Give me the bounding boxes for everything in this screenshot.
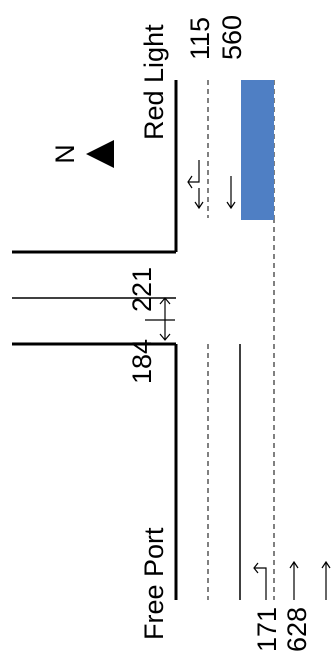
top-through-arrow-icon <box>226 176 236 210</box>
volume-top-through: 560 <box>217 15 247 60</box>
bottom-through-arrow-2-icon <box>321 560 331 600</box>
volume-bottom-left-turn: 171 <box>252 607 282 652</box>
top-left-turn-arrow-icon <box>187 160 204 210</box>
volume-top-left-turn: 115 <box>185 17 215 60</box>
bottom-left-turn-arrow-icon <box>253 562 267 600</box>
street-label-red-light: Red Light <box>139 24 169 140</box>
crossing-arrow-icon <box>145 297 175 341</box>
north-label: N <box>50 144 80 164</box>
street-label-free-port: Free Port <box>139 527 169 640</box>
north-arrow-icon <box>86 140 114 168</box>
blocked-zone <box>241 80 274 220</box>
volume-crossing-upper: 221 <box>127 267 157 312</box>
volume-crossing-lower: 184 <box>127 339 157 384</box>
volume-bottom-through: 628 <box>282 607 312 652</box>
bottom-through-arrow-1-icon <box>289 560 299 600</box>
